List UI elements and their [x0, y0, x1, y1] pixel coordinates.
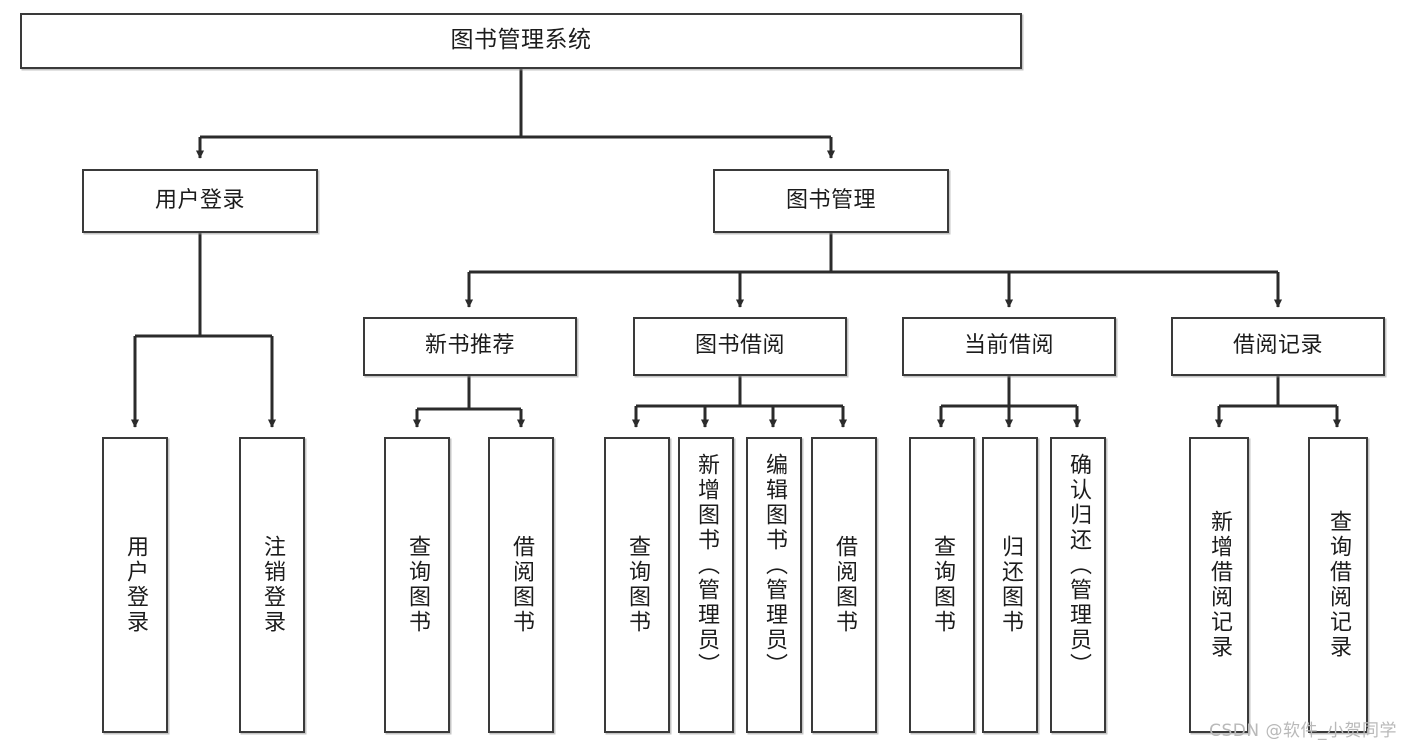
node-current-borrow[interactable]: 当前借阅	[902, 317, 1116, 376]
leaf-query-book-current[interactable]: 查询图书	[909, 437, 975, 733]
node-book-borrow[interactable]: 图书借阅	[633, 317, 847, 376]
node-new-book-recommend[interactable]: 新书推荐	[363, 317, 577, 376]
node-label: 用户登录	[154, 187, 245, 213]
leaf-borrow-book-recommend[interactable]: 借阅图书	[488, 437, 554, 733]
node-user-login[interactable]: 用户登录	[82, 169, 318, 233]
node-label: 当前借阅	[963, 333, 1054, 359]
leaf-add-book[interactable]: 新增图书（管理员）	[678, 437, 734, 733]
node-label: 新书推荐	[424, 333, 515, 359]
leaf-user-login[interactable]: 用户登录	[102, 437, 168, 733]
leaf-logout[interactable]: 注销登录	[239, 437, 305, 733]
node-label: 归还图书	[997, 535, 1023, 635]
leaf-query-book-borrow[interactable]: 查询图书	[604, 437, 670, 733]
node-label: 新增图书（管理员）	[693, 453, 719, 678]
node-book-manage[interactable]: 图书管理	[713, 169, 949, 233]
node-root-system[interactable]: 图书管理系统	[20, 13, 1022, 69]
leaf-query-book-recommend[interactable]: 查询图书	[384, 437, 450, 733]
node-label: 用户登录	[122, 535, 148, 635]
node-label: 新增借阅记录	[1206, 510, 1232, 660]
leaf-return-book[interactable]: 归还图书	[982, 437, 1038, 733]
node-label: 图书管理	[785, 187, 876, 213]
node-label: 借阅记录	[1232, 333, 1323, 359]
node-label: 图书借阅	[694, 333, 785, 359]
node-label: 查询图书	[624, 535, 650, 635]
leaf-edit-book[interactable]: 编辑图书（管理员）	[746, 437, 802, 733]
node-label: 查询图书	[929, 535, 955, 635]
csdn-watermark: CSDN @软件_小贺同学	[1209, 721, 1397, 741]
node-label: 借阅图书	[508, 535, 534, 635]
node-label: 图书管理系统	[450, 27, 592, 54]
node-label: 查询借阅记录	[1325, 510, 1351, 660]
node-label: 注销登录	[259, 535, 285, 635]
leaf-borrow-book[interactable]: 借阅图书	[811, 437, 877, 733]
node-borrow-record[interactable]: 借阅记录	[1171, 317, 1385, 376]
leaf-add-borrow-record[interactable]: 新增借阅记录	[1189, 437, 1249, 733]
node-label: 借阅图书	[831, 535, 857, 635]
node-label: 编辑图书（管理员）	[761, 453, 787, 678]
leaf-confirm-return[interactable]: 确认归还（管理员）	[1050, 437, 1106, 733]
leaf-query-borrow-record[interactable]: 查询借阅记录	[1308, 437, 1368, 733]
node-label: 查询图书	[404, 535, 430, 635]
node-label: 确认归还（管理员）	[1065, 453, 1091, 678]
